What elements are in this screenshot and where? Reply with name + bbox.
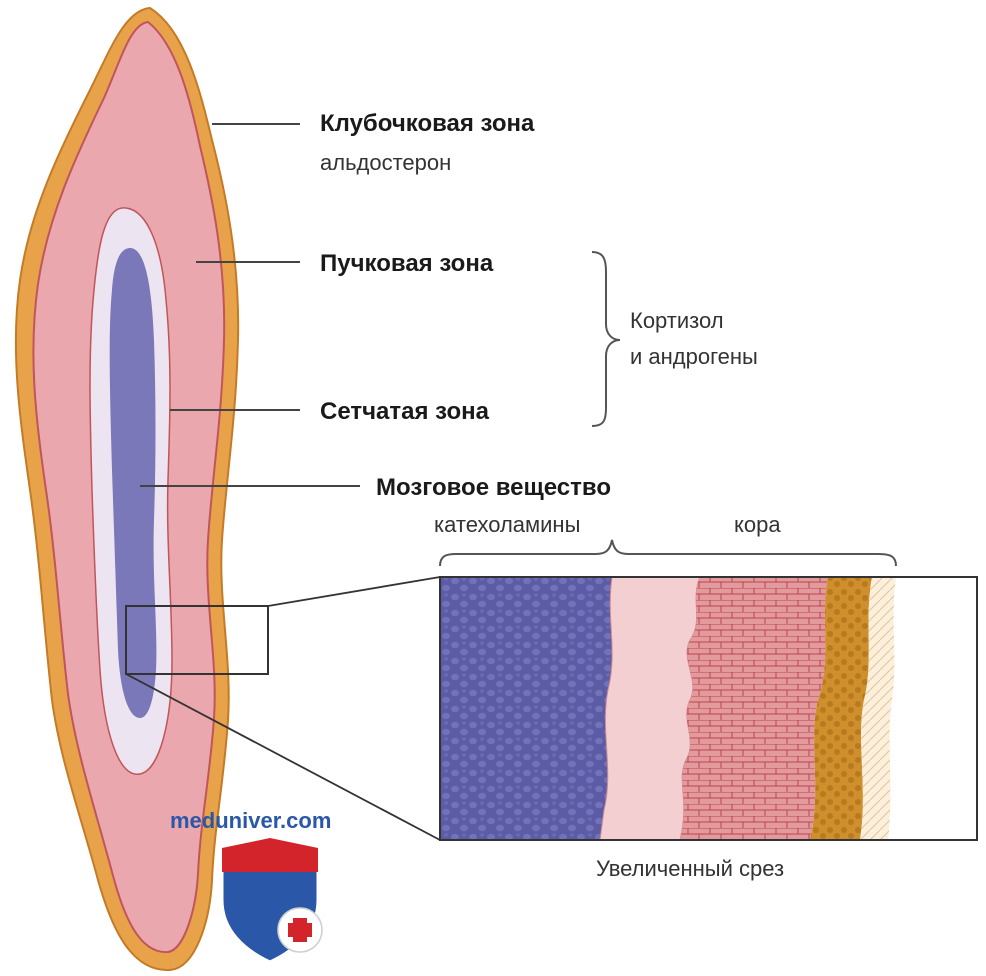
section-frame — [439, 576, 978, 841]
label-reticularis: Сетчатая зона — [320, 398, 490, 425]
label-androgens: и андрогены — [630, 344, 758, 369]
section-medulla — [440, 577, 613, 840]
brace-section — [439, 539, 897, 567]
label-catecholamines: катехоламины — [434, 512, 581, 537]
label-glomerulosa: Клубочковая зона — [320, 110, 535, 137]
zoom-line-bottom — [125, 673, 441, 841]
label-cortex: кора — [734, 512, 781, 537]
label-cortisol: Кортизол — [630, 308, 724, 333]
label-fasciculata: Пучковая зона — [320, 250, 494, 277]
magnified-section — [440, 577, 977, 840]
section-capsule — [860, 577, 896, 840]
zoom-line-top — [267, 576, 441, 607]
label-magnified-section: Увеличенный срез — [596, 856, 785, 881]
meduniver-logo — [220, 836, 323, 964]
watermark-text[interactable]: meduniver.com — [170, 808, 332, 833]
brace-cortisol — [591, 251, 621, 427]
section-fasciculata — [680, 577, 828, 840]
gland-medulla — [109, 248, 157, 718]
label-medulla: Мозговое вещество — [376, 474, 611, 501]
section-glomerulosa — [810, 577, 872, 840]
zoom-box — [125, 605, 269, 675]
label-aldosterone: альдостерон — [320, 150, 452, 175]
